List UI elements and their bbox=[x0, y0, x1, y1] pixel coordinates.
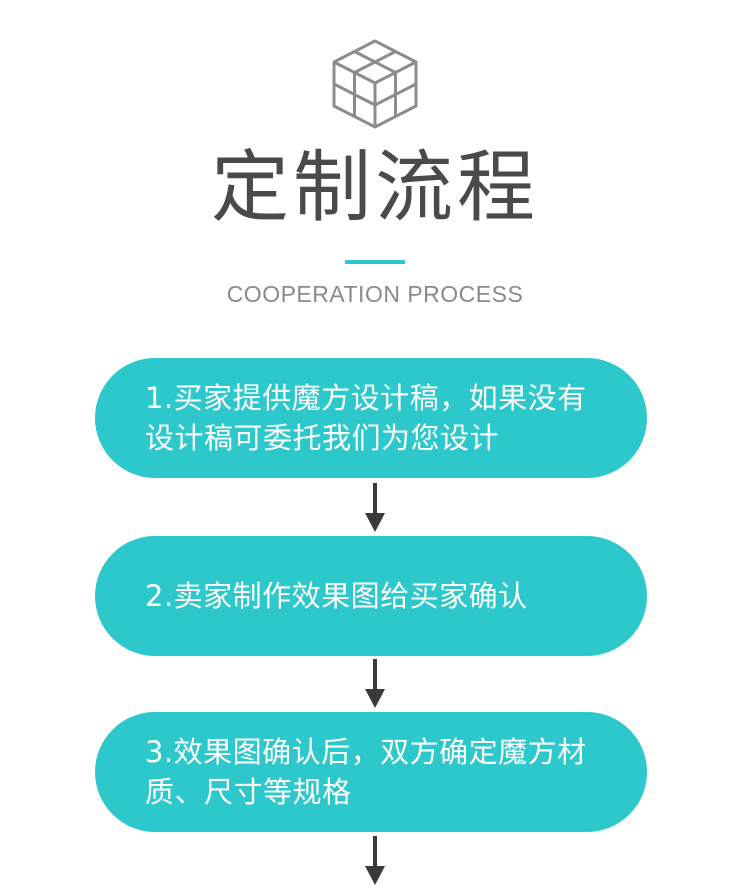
step-2: 2.卖家制作效果图给买家确认 bbox=[95, 536, 647, 656]
cube-icon bbox=[332, 39, 418, 129]
arrow-down-icon bbox=[365, 483, 385, 532]
arrow-down-icon bbox=[365, 659, 385, 708]
step-3-text: 3.效果图确认后，双方确定魔方材质、尺寸等规格 bbox=[145, 735, 587, 809]
step-1-text: 1.买家提供魔方设计稿，如果没有设计稿可委托我们为您设计 bbox=[145, 381, 587, 455]
step-1: 1.买家提供魔方设计稿，如果没有设计稿可委托我们为您设计 bbox=[95, 358, 647, 478]
title-underline bbox=[345, 260, 405, 264]
step-2-text: 2.卖家制作效果图给买家确认 bbox=[145, 579, 528, 613]
step-3: 3.效果图确认后，双方确定魔方材质、尺寸等规格 bbox=[95, 712, 647, 832]
page-subtitle: COOPERATION PROCESS bbox=[226, 281, 524, 307]
arrow-down-icon bbox=[365, 836, 385, 885]
page-title: 定制流程 bbox=[210, 143, 539, 233]
